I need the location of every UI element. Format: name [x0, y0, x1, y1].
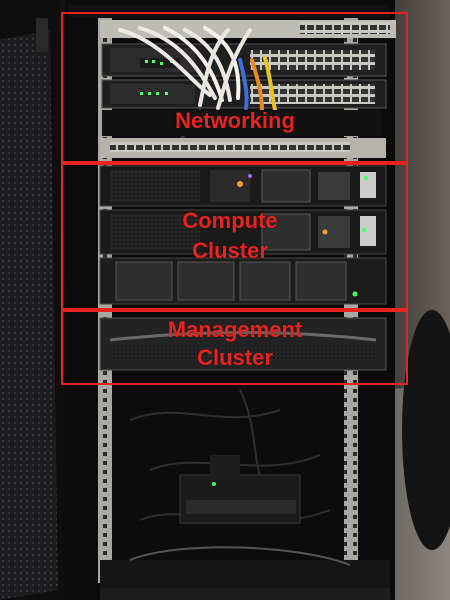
compute-cluster-box	[61, 163, 408, 310]
networking-label: Networking	[175, 108, 295, 133]
compute-label-line1: Compute	[182, 208, 278, 233]
management-label-line1: Management	[167, 317, 303, 342]
management-cluster-box	[61, 310, 408, 385]
networking-box	[61, 12, 408, 163]
management-label-line2: Cluster	[197, 345, 273, 370]
compute-label-line2: Cluster	[192, 238, 268, 263]
